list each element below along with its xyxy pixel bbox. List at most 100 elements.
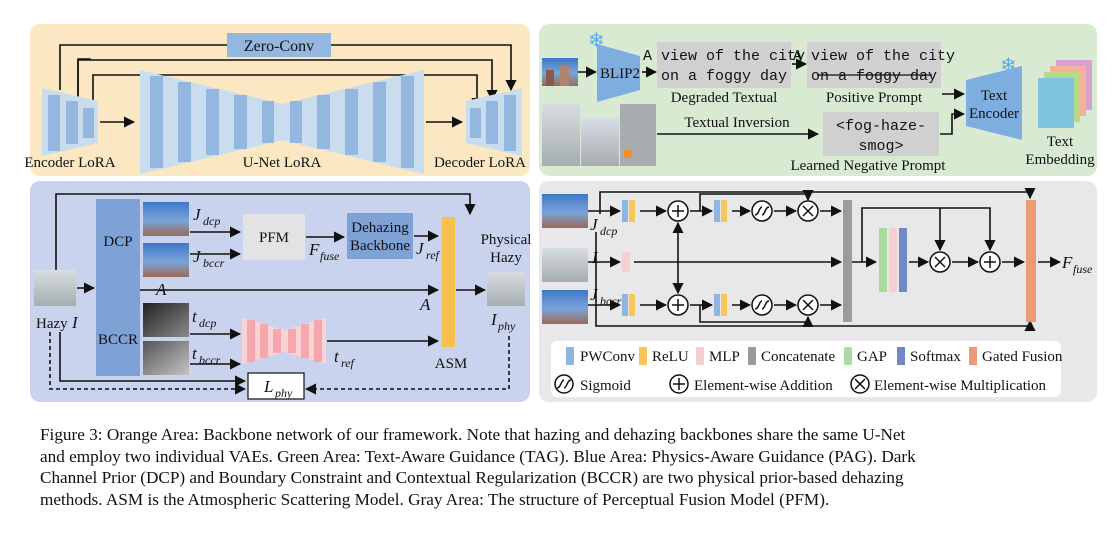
mlp-block [622,252,630,272]
pwconv-block [714,200,720,222]
gray-f-fuse-sub: fuse [1073,262,1093,276]
j-bccr-image [143,243,189,277]
unet-lora-label: U-Net LoRA [243,155,322,171]
skip-line-5 [92,74,483,110]
caption-line-4: methods. ASM is the Atmospheric Scatteri… [40,489,830,509]
zero-conv-label: Zero-Conv [244,38,314,55]
legend-sigmoid-icon [554,374,574,394]
tref-layer [260,324,268,358]
relu-block [721,294,727,316]
gray-j-dcp: J [590,215,599,234]
decoder-layer [504,95,516,151]
orange-area: Zero-Conv Encoder LoRA [24,24,530,176]
positive-prompt-line2: on a foggy day [811,68,937,85]
tref-layer [288,329,296,353]
legend-concatenate: Concatenate [761,349,835,365]
legend-pwconv: PWConv [580,349,636,365]
i-phy-label: I [490,310,498,329]
blip2-label: BLIP2 [600,66,640,82]
tref-layer [273,329,281,353]
legend-mlp-swatch [696,347,704,365]
positive-prompt-label: Positive Prompt [826,90,923,106]
gray-j-dcp-sub: dcp [600,224,617,238]
j-dcp-label: J [193,205,202,224]
decoder-layer [470,108,481,138]
framework-diagram: Zero-Conv Encoder LoRA [24,24,1097,402]
degraded-text-box [657,42,791,88]
unet-layer [373,82,386,162]
blip2-trapezoid [597,44,640,102]
legend-sigmoid: Sigmoid [580,378,631,394]
t-bccr-label: t [192,344,198,363]
legend-gated-fusion: Gated Fusion [982,349,1063,365]
caption-line-3: Channel Prior (DCP) and Boundary Constra… [40,468,904,487]
embedding-layer [1038,78,1074,128]
bccr-label: BCCR [98,332,138,348]
j-bccr-input-image [542,290,588,324]
negative-prompt-box [823,112,939,156]
lphy-sub: phy [274,386,293,400]
bottom-skip-arrow [699,305,814,328]
unet-layer [262,101,274,143]
building-shape [546,70,554,86]
backbone-label: Backbone [350,238,410,254]
f-fuse-label: F [308,240,320,259]
text-encoder-label-2: Encoder [969,106,1019,122]
skip-line-3 [331,44,517,92]
caption-line-2: and employ two individual VAEs. Green Ar… [40,446,916,466]
physical-label: Physical [481,232,532,248]
f-fuse-sub: fuse [320,249,340,263]
lphy-label: L [263,377,273,396]
physical-hazy-image [487,272,525,306]
tref-layer [301,324,309,358]
t-dcp-sub: dcp [199,316,216,330]
pfm-label: PFM [259,230,289,246]
figure-caption: Figure 3: Orange Area: Backbone network … [40,424,1080,510]
prior-block [96,199,140,376]
legend-add: Element-wise Addition [694,378,833,394]
hazy-label: Hazy [36,316,68,332]
asm-bar [442,217,455,347]
j-to-gated-line [595,232,1030,327]
text-encoder-label-1: Text [981,88,1008,104]
text-encoder-trapezoid [966,66,1022,140]
legend-softmax: Softmax [910,349,961,365]
t-dcp-label: t [192,307,198,326]
positive-prompt-box [807,42,941,88]
hazy-i-label: I [71,313,79,332]
skip-line-4 [77,59,498,102]
j-bccr-sub: bccr [203,256,225,270]
i-input-image [542,248,588,282]
degraded-text-line1: A view of the city [643,48,805,65]
zero-conv-box [227,33,331,57]
hazy-to-asm-arrow [55,193,476,270]
a-mid-label: A [419,295,431,314]
unet-layer [150,76,163,168]
degraded-textual-label: Degraded Textual [671,90,778,106]
j-bccr-label: J [193,247,202,266]
legend-softmax-swatch [897,347,905,365]
pwconv-block [622,200,628,222]
hazy-image-thumb [581,118,619,166]
mlp-block [889,228,897,292]
unet-layer [401,76,414,168]
unet-layer [290,101,302,143]
hazy-dashed-arrow [49,332,247,395]
t-bccr-map [143,341,189,375]
softmax-block [899,228,907,292]
j-dcp-image [143,202,189,236]
gray-area: J dcp I J bccr [539,181,1097,402]
legend-mlp: MLP [709,349,740,365]
gray-i: I [591,248,599,267]
light-spot [624,150,632,158]
t-ref-label: t [334,347,340,366]
dehazing-label: Dehazing [351,220,409,236]
legend-gap: GAP [857,349,887,365]
decoder-layer [486,101,498,144]
unet-layer [234,95,247,149]
text-embedding-label-2: Embedding [1025,152,1095,168]
textual-inversion-label: Textual Inversion [684,115,790,131]
concatenate-bar [843,200,852,322]
tref-layer [314,320,322,362]
learned-negative-label: Learned Negative Prompt [791,158,947,174]
